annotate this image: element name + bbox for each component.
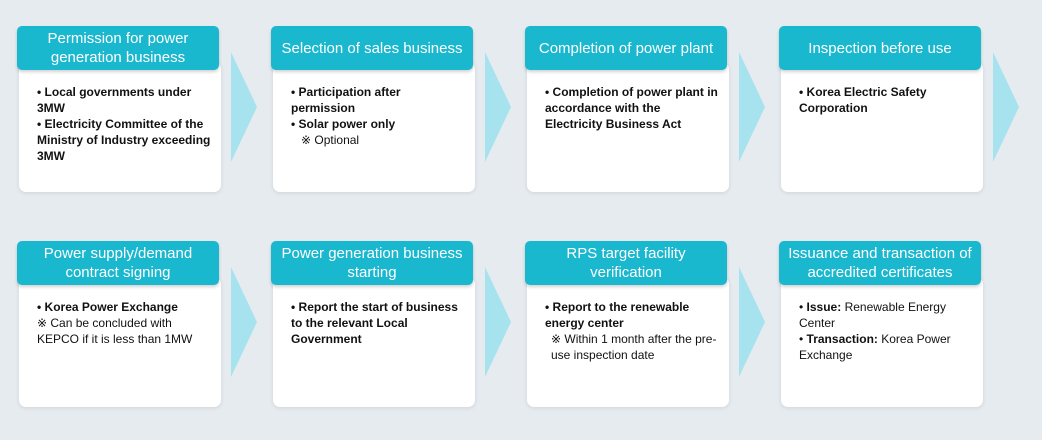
step-rps-verification: RPS target facility verification • Repor… <box>525 241 729 407</box>
step-body: • Report to the renewable energy center … <box>527 277 729 407</box>
bullet-icon: • <box>37 300 42 314</box>
step-body: • Participation after permission • Solar… <box>273 62 475 192</box>
step-body: • Report the start of business to the re… <box>273 277 475 407</box>
step-certificates: Issuance and transaction of accredited c… <box>779 241 983 407</box>
step-body: • Completion of power plant in accordanc… <box>527 62 729 192</box>
bullet-icon: • <box>37 117 42 131</box>
step-body: • Korea Electric Safety Corporation <box>781 62 983 192</box>
step-note: ※ Can be concluded with KEPCO if it is l… <box>37 316 193 346</box>
step-body: • Issue: Renewable Energy Center • Trans… <box>781 277 983 407</box>
item-label: Issue: <box>806 300 842 314</box>
step-title: Completion of power plant <box>525 26 727 70</box>
step-title: Issuance and transaction of accredited c… <box>779 241 981 285</box>
step-title: Permission for power generation business <box>17 26 219 70</box>
step-item: • Completion of power plant in accordanc… <box>545 85 718 131</box>
step-title: Power generation business starting <box>271 241 473 285</box>
bullet-icon: • <box>545 85 550 99</box>
arrow-right-icon <box>485 267 511 377</box>
step-business-start: Power generation business starting • Rep… <box>271 241 475 407</box>
item-label: Transaction: <box>806 332 878 346</box>
step-item: • Report to the renewable energy center <box>545 300 690 330</box>
bullet-icon: • <box>799 85 804 99</box>
arrow-right-icon <box>993 52 1019 162</box>
step-item: • Report the start of business to the re… <box>291 300 458 346</box>
step-body: • Korea Power Exchange ※ Can be conclude… <box>19 277 221 407</box>
step-item: • Korea Power Exchange <box>37 300 178 314</box>
bullet-icon: • <box>291 300 296 314</box>
step-inspection: Inspection before use • Korea Electric S… <box>779 26 983 192</box>
step-item: • Korea Electric Safety Corporation <box>799 85 927 115</box>
arrow-right-icon <box>485 52 511 162</box>
arrow-right-icon <box>739 267 765 377</box>
step-item: • Transaction: Korea Power Exchange <box>799 332 951 362</box>
step-plant-completion: Completion of power plant • Completion o… <box>525 26 729 192</box>
step-title: RPS target facility verification <box>525 241 727 285</box>
step-permission: Permission for power generation business… <box>17 26 221 192</box>
arrow-right-icon <box>231 52 257 162</box>
step-item: • Issue: Renewable Energy Center <box>799 300 946 330</box>
bullet-icon: • <box>799 332 804 346</box>
step-body: • Local governments under 3MW • Electric… <box>19 62 221 192</box>
bullet-icon: • <box>799 300 804 314</box>
bullet-icon: • <box>291 117 296 131</box>
bullet-icon: • <box>291 85 296 99</box>
step-item: • Electricity Committee of the Ministry … <box>37 117 211 163</box>
bullet-icon: • <box>37 85 42 99</box>
step-note: ※ Optional <box>301 133 360 147</box>
step-title: Selection of sales business <box>271 26 473 70</box>
bullet-icon: • <box>545 300 550 314</box>
arrow-right-icon <box>231 267 257 377</box>
step-sales-business: Selection of sales business • Participat… <box>271 26 475 192</box>
step-item: • Solar power only <box>291 117 396 131</box>
process-diagram: Permission for power generation business… <box>0 0 1042 440</box>
arrow-right-icon <box>739 52 765 162</box>
step-item: • Local governments under 3MW <box>37 85 192 115</box>
step-item: • Participation after permission <box>291 85 401 115</box>
step-title: Power supply/demand contract signing <box>17 241 219 285</box>
step-supply-contract: Power supply/demand contract signing • K… <box>17 241 221 407</box>
step-note: ※ Within 1 month after the pre-use inspe… <box>551 332 717 362</box>
step-title: Inspection before use <box>779 26 981 70</box>
